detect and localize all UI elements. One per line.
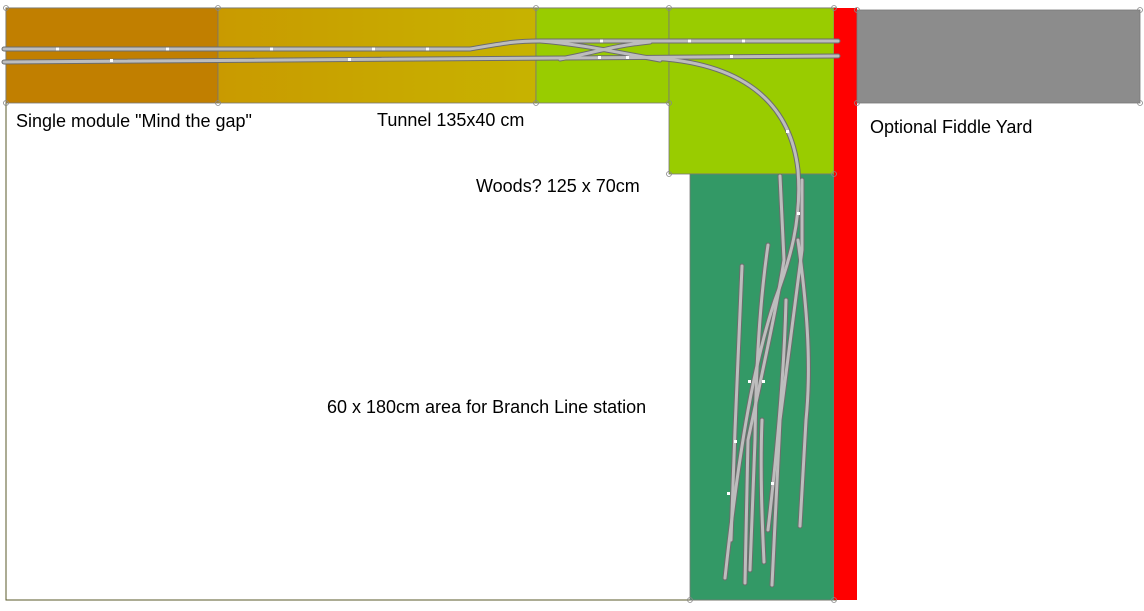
track-rails <box>2 39 840 587</box>
woods-label: Woods? 125 x 70cm <box>476 176 640 196</box>
single-module-label: Single module "Mind the gap" <box>16 111 252 131</box>
branch-station-label: 60 x 180cm area for Branch Line station <box>327 397 646 417</box>
track-joints <box>56 39 800 495</box>
woods-board-corner <box>668 7 835 175</box>
fiddle-yard-board <box>856 9 1141 104</box>
tunnel-label: Tunnel 135x40 cm <box>377 110 524 130</box>
track-plan <box>1 38 841 588</box>
red-divider-strip <box>834 8 857 600</box>
single-module-board <box>5 7 219 104</box>
fiddle-yard-label: Optional Fiddle Yard <box>870 117 1032 137</box>
corner-markers <box>3 5 1143 603</box>
tunnel-board <box>217 7 537 104</box>
